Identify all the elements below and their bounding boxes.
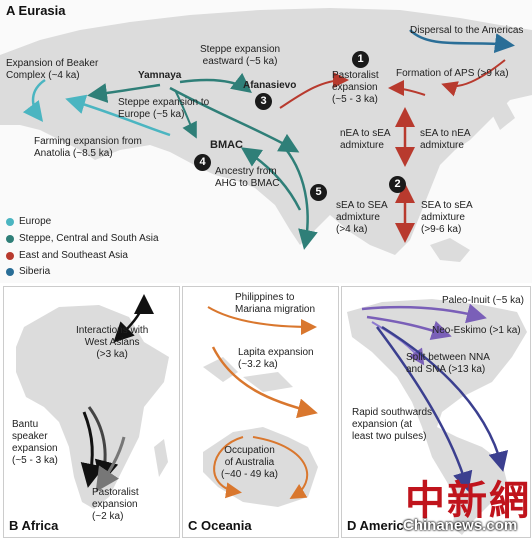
arrow-interactions [113,294,154,343]
arrow-rapid [375,326,473,492]
label-afanasievo: Afanasievo [243,80,297,91]
label-yamnaya: Yamnaya [138,70,182,81]
arrow-beaker [22,78,46,122]
eurasia-title: A Eurasia [6,3,66,18]
label-sea-sea2: SEA to sEA admixture (>9-6 ka) [421,200,473,235]
arrow-farming [65,94,171,137]
arrow-paleo [361,303,487,324]
marker-4: 4 [194,154,211,171]
panel-eurasia: A Eurasia Dispersal to the Americas Expa… [0,3,532,277]
label-australia: Occupation of Australia (~40 - 49 ka) [221,445,278,480]
arrow-pastoralist-africa [95,436,126,492]
arrow-pastoralist [279,72,349,109]
label-dispersal: Dispersal to the Americas [410,25,524,36]
legend-dot-steppe [6,235,14,243]
americas-map [347,299,527,535]
legend-label-steppe: Steppe, Central and South Asia [19,233,159,244]
africa-map [16,294,169,509]
label-sea-nea: sEA to nEA admixture [420,128,471,151]
label-aps: Formation of APS (>9 ka) [396,68,509,79]
label-interactions: Interactions with West Asians (>3 ka) [76,325,149,360]
watermark-en: Chinanews.com [403,517,518,534]
arrow-india [284,147,318,250]
africa-landmass [16,305,169,509]
marker-3: 3 [255,93,272,110]
eurasia-map [0,8,532,262]
panel-americas: Paleo-Inuit (~5 ka) Neo-Eskimo (>1 ka) S… [341,286,531,538]
panel-africa: Interactions with West Asians (>3 ka) Ba… [3,286,180,538]
label-pastoralist-africa: Pastoralist expansion (~2 ka) [92,487,139,522]
label-lapita: Lapita expansion (~3.2 ka) [238,347,314,370]
arrow-aps-2 [388,80,426,97]
legend-dot-siberia [6,268,14,276]
legend-label-europe: Europe [19,216,52,227]
label-bmac: BMAC [210,139,243,151]
marker-5: 5 [310,184,327,201]
label-paleo: Paleo-Inuit (~5 ka) [442,295,524,306]
arrow-aps [441,59,506,97]
arrow-rapid-2 [381,325,509,472]
legend-label-siberia: Siberia [19,266,51,277]
oceania-map [203,306,318,507]
arrow-philippines [207,306,317,335]
label-pastoralist: Pastoralist expansion (~5 - 3 ka) [332,70,379,105]
watermark-cn: 中新網 [405,477,531,524]
arrow-australia-2 [252,436,309,500]
label-split: Split between NNA and SNA (>13 ka) [406,352,490,375]
legend-dot-europe [6,218,14,226]
arrow-steppe-east [179,72,252,94]
arrow-neo [366,315,452,340]
label-steppe-east: Steppe expansion eastward (~5 ka) [200,44,281,67]
label-rapid: Rapid southwards expansion (at least two… [352,407,433,442]
arrow-bantu [80,411,105,488]
arrow-steppe-south [169,86,300,153]
arrow-bmac-in [174,89,197,139]
africa-title: B Africa [9,518,59,533]
marker-1: 1 [352,51,369,68]
label-steppe-europe: Steppe expansion to Europe (~5 ka) [118,97,210,120]
label-bantu: Bantu speaker expansion (~5 - 3 ka) [12,419,58,466]
arrow-lapita [211,346,318,419]
label-ancestry: Ancestry from AHG to BMAC [215,166,280,189]
label-sea-sea: sEA to SEA admixture (>4 ka) [336,200,388,235]
label-beaker: Expansion of Beaker Complex (~4 ka) [6,58,99,81]
label-neo: Neo-Eskimo (>1 ka) [432,325,521,336]
arrow-australia [213,436,244,499]
panel-oceania: Philippines to Mariana migration Lapita … [182,286,339,538]
legend-dot-east [6,252,14,260]
legend-label-east: East and Southeast Asia [19,250,128,261]
arrow-steppe-europe [87,83,161,103]
label-farming: Farming expansion from Anatolia (~8.5 ka… [34,136,142,159]
marker-2: 2 [389,176,406,193]
arrow-dispersal [409,29,515,54]
arrow-ahg-bmac [240,147,302,211]
label-philippines: Philippines to Mariana migration [235,292,316,315]
oceania-title: C Oceania [188,518,252,533]
americas-title: D Americ [347,518,404,533]
label-nea-sea: nEA to sEA admixture [340,128,391,151]
